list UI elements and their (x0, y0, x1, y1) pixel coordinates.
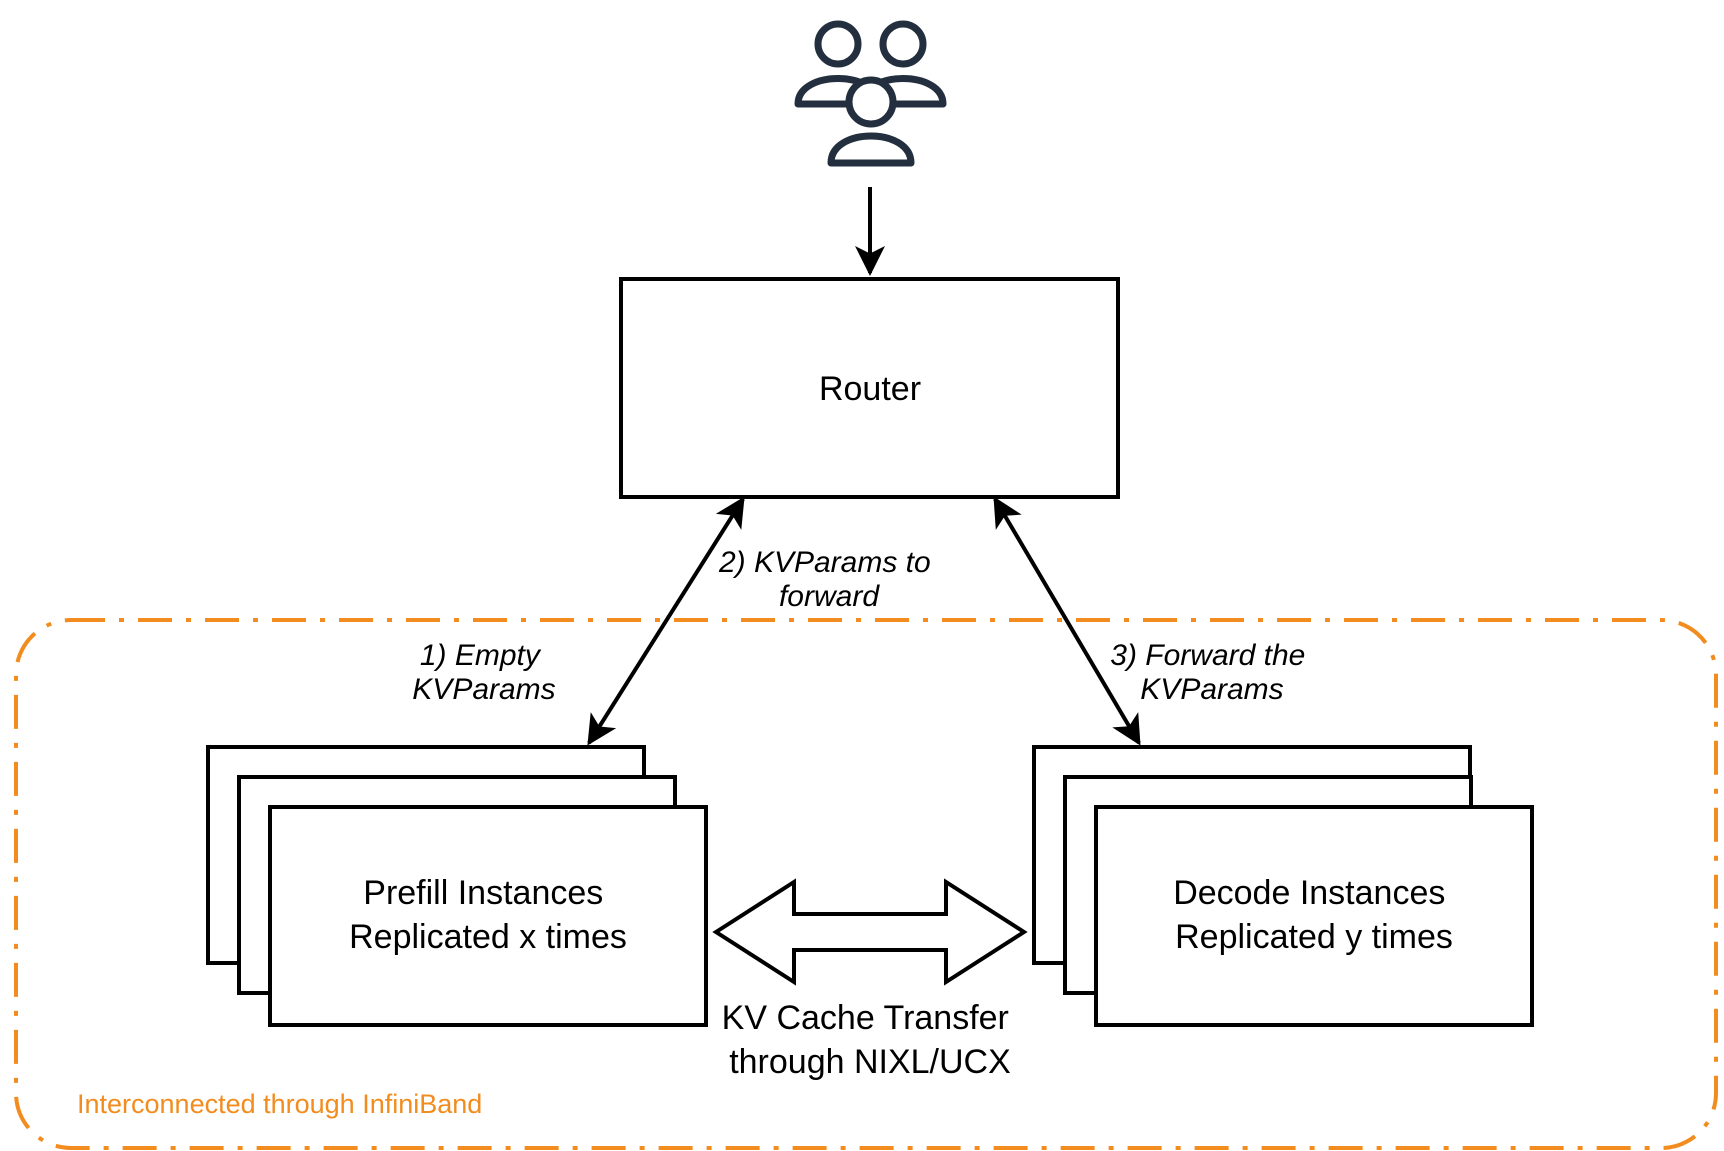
prefill-instance-front (268, 805, 708, 1027)
edge-label-forward-kvparams-line2: KVParams (1140, 673, 1283, 706)
router-decode-arrow (993, 496, 1141, 746)
svg-text:Decode Instances Replica: Decode Instances Replicated y times (1173, 874, 1455, 956)
prefill-label-line1: Prefill Instances (363, 874, 603, 912)
edge-label-empty-kvparams-line2: KVParams (412, 673, 555, 706)
users-group-icon (794, 20, 947, 167)
edge-label-forward-kvparams-line1: 3) Forward the (1110, 639, 1305, 672)
infiniband-zone-label: Interconnected through InfiniBand (77, 1089, 482, 1119)
kv-cache-transfer-arrow (712, 878, 1028, 986)
router-label: Router (819, 370, 921, 408)
edge-label-kvparams-to-forward-line1: 2) KVParams to (718, 546, 931, 579)
svg-text:KV Cache Transfer through: KV Cache Transfer through NIXL/UCX (722, 999, 1019, 1081)
kv-transfer-label-line1: KV Cache Transfer (722, 999, 1009, 1037)
router-box (619, 277, 1120, 499)
edge-label-kvparams-to-forward-line2: forward (779, 580, 880, 613)
prefill-instances-stack: Prefill Instances Replicated x times (206, 745, 708, 1027)
prefill-label-line2: Replicated x times (349, 918, 627, 956)
svg-text:3) Forward the KVParams: 3) Forward the KVParams (1110, 639, 1313, 706)
decode-instance-front (1094, 805, 1534, 1027)
decode-instances-stack: Decode Instances Replicated y times (1032, 745, 1534, 1027)
svg-text:2) KVParams to forward: 2) KVParams to forward (718, 546, 939, 613)
router-prefill-arrow (587, 496, 745, 746)
kv-transfer-label-line2: through NIXL/UCX (729, 1043, 1011, 1081)
svg-text:1) Empty KVParams: 1) Empty KVParams (412, 639, 555, 706)
decode-label-line2: Replicated y times (1175, 918, 1453, 956)
decode-label-line1: Decode Instances (1173, 874, 1445, 912)
svg-text:Prefill Instances Replic: Prefill Instances Replicated x times (349, 874, 627, 956)
infiniband-zone (14, 618, 1718, 1150)
edge-label-empty-kvparams-line1: 1) Empty (420, 639, 542, 672)
